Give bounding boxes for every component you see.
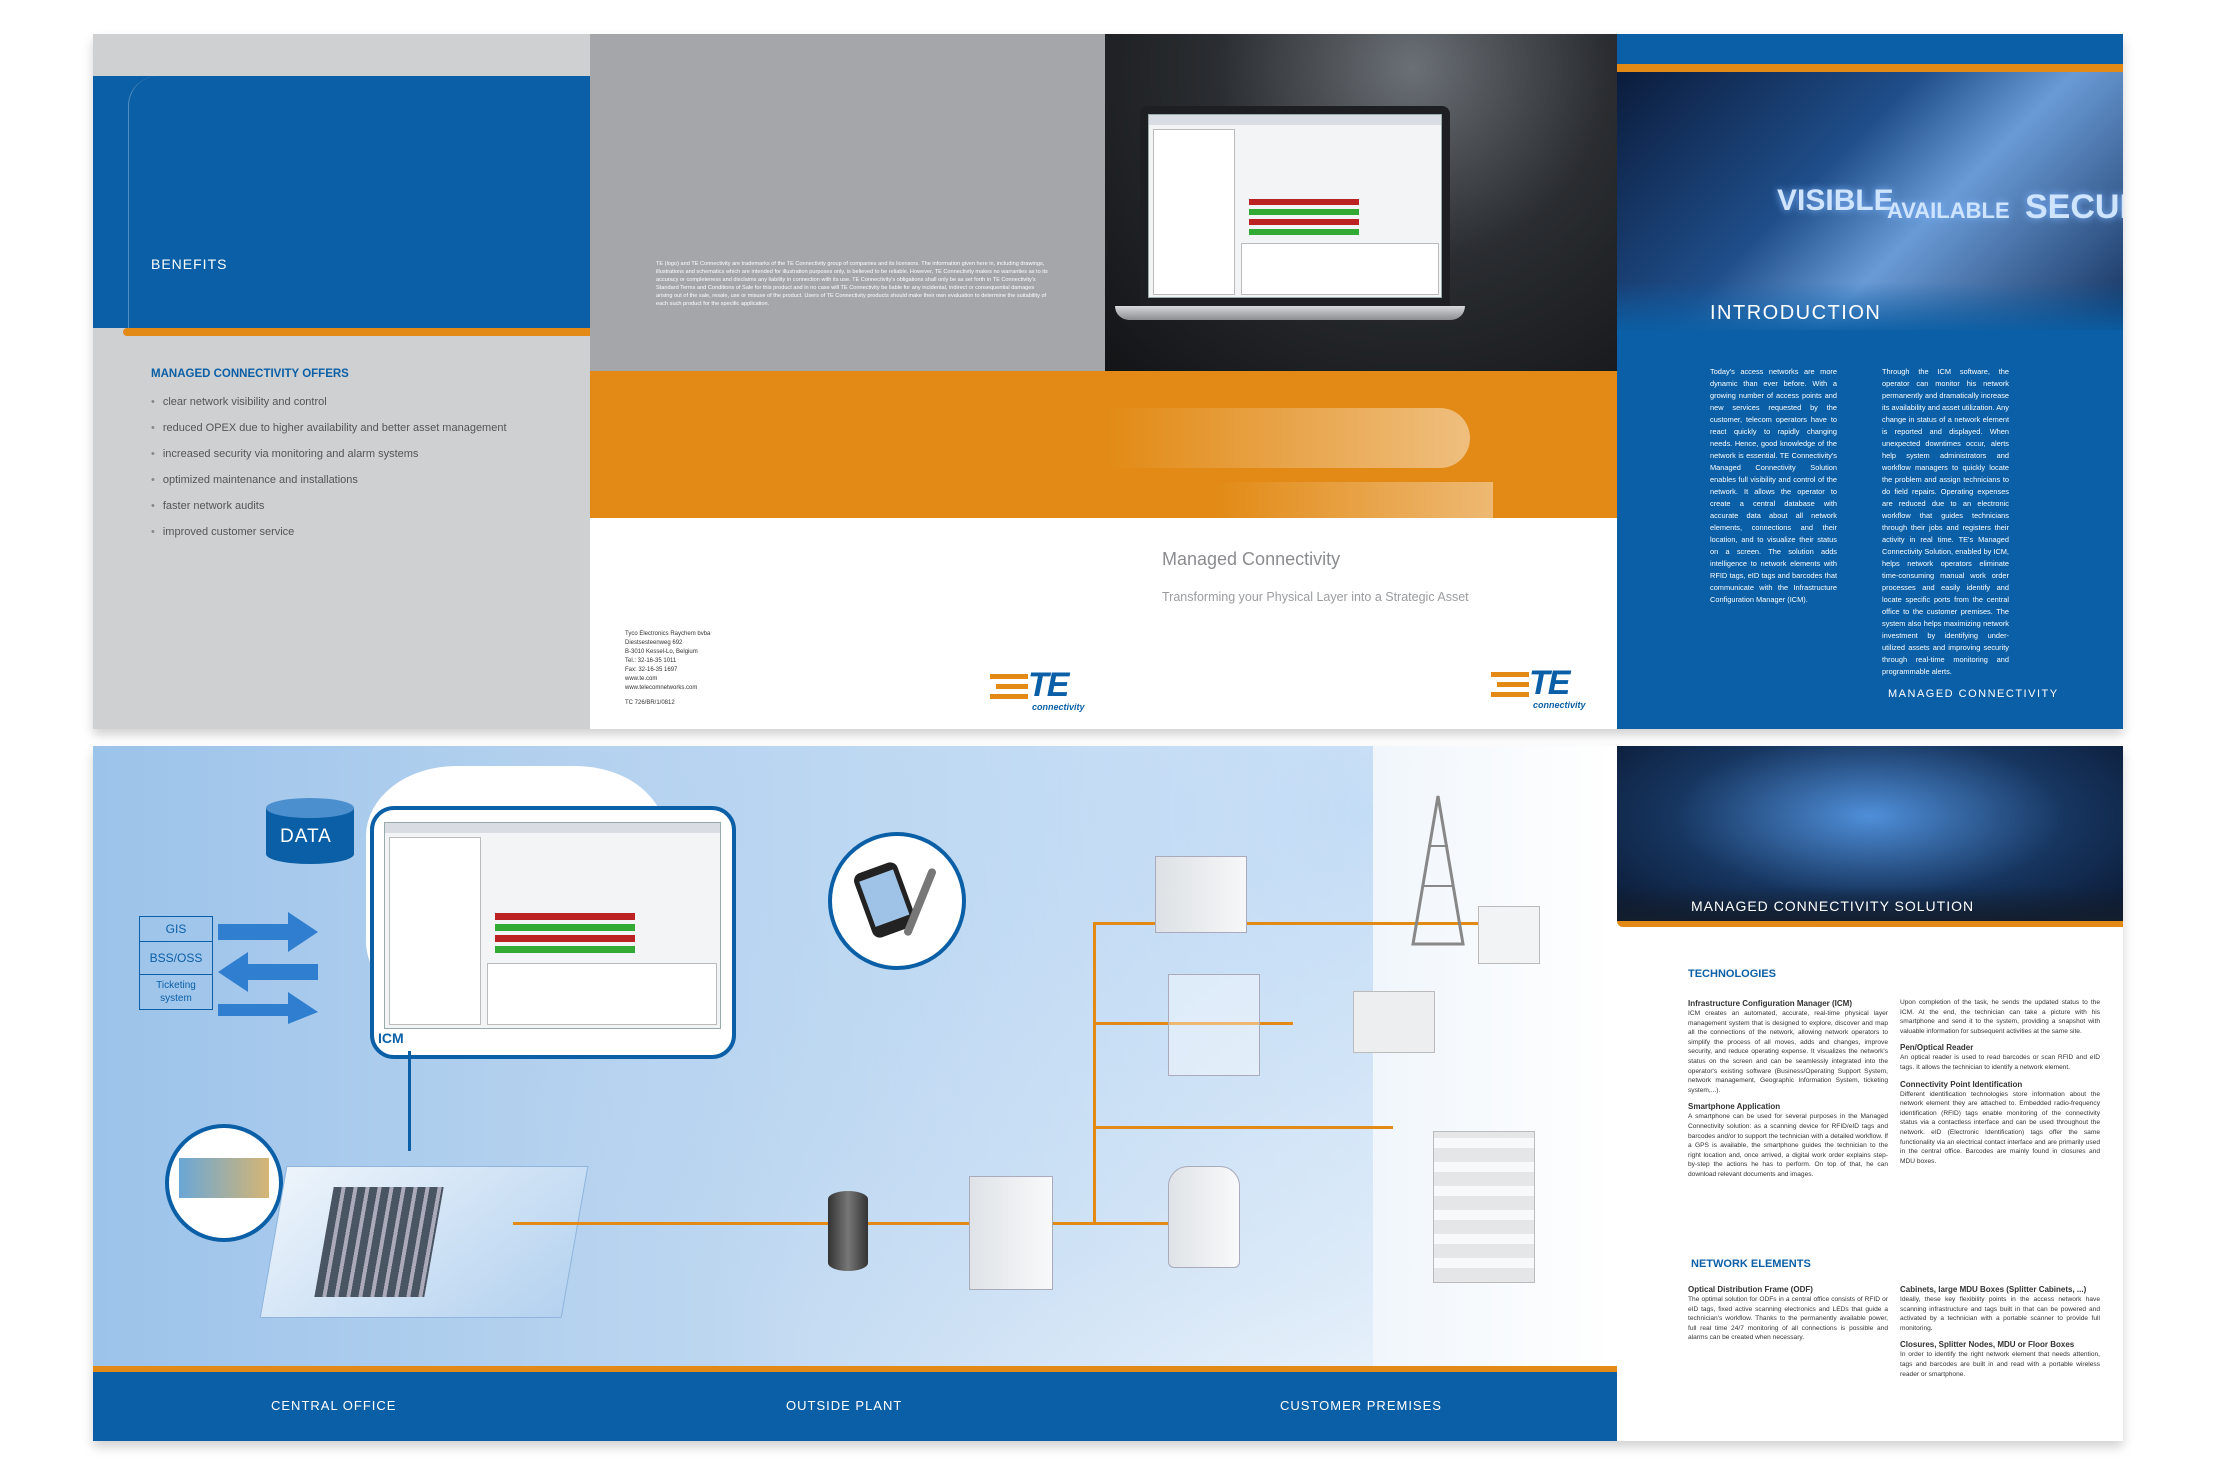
back-cover-grey	[590, 34, 1105, 371]
intro-photo: VISIBLE AVAILABLE SECUR	[1617, 72, 2123, 330]
house-icon	[1353, 991, 1435, 1053]
te-logo-cover: TE connectivity	[1491, 662, 1601, 710]
network-elements-title: NETWORK ELEMENTS	[1691, 1258, 1811, 1270]
technologies-title: TECHNOLOGIES	[1688, 968, 1777, 980]
laptop-screen	[1140, 106, 1450, 306]
intro-title: INTRODUCTION	[1710, 302, 1882, 324]
cover-subtitle: Transforming your Physical Layer into a …	[1162, 590, 1469, 604]
list-item: improved customer service	[151, 526, 571, 538]
manhole-icon	[1168, 974, 1260, 1076]
connector-bubble	[165, 1124, 283, 1242]
brochure-front-spread: BENEFITS MANAGED CONNECTIVITY OFFERS cle…	[93, 34, 2123, 729]
back-cover-orange	[590, 371, 1105, 518]
intro-footer: MANAGED CONNECTIVITY	[1888, 688, 2059, 700]
list-item: optimized maintenance and installations	[151, 474, 571, 486]
mdu-building-icon	[1433, 1131, 1535, 1283]
smartphone-bubble	[828, 832, 966, 970]
offers-list: clear network visibility and control red…	[151, 396, 571, 552]
address-block: Tyco Electronics Raychem bvba Diestseste…	[625, 631, 711, 706]
technologies-left: Infrastructure Configuration Manager (IC…	[1688, 999, 1888, 1178]
list-item: reduced OPEX due to higher availability …	[151, 422, 571, 434]
list-item: faster network audits	[151, 500, 571, 512]
street-cabinet-icon	[1155, 856, 1247, 933]
list-item: increased security via monitoring and al…	[151, 448, 571, 460]
icm-label: ICM	[378, 1030, 404, 1046]
zone-customer-premises: CUSTOMER PREMISES	[1280, 1398, 1442, 1413]
pole-box-icon	[1168, 1166, 1240, 1268]
external-systems: GIS BSS/OSS Ticketing system	[139, 916, 213, 1010]
laptop-base	[1115, 306, 1465, 320]
solution-title: MANAGED CONNECTIVITY SOLUTION	[1691, 898, 1975, 914]
network-left: Optical Distribution Frame (ODF) The opt…	[1688, 1285, 1888, 1342]
tower-icon	[1411, 795, 1465, 946]
small-house-icon	[1478, 906, 1540, 964]
te-logo: TE connectivity	[990, 664, 1100, 712]
cover-title: Managed Connectivity	[1162, 549, 1341, 569]
benefits-header-band	[93, 76, 590, 328]
network-right: Cabinets, large MDU Boxes (Splitter Cabi…	[1900, 1285, 2100, 1378]
zone-central-office: CENTRAL OFFICE	[271, 1398, 397, 1413]
zone-outside-plant: OUTSIDE PLANT	[786, 1398, 903, 1413]
cabinet-icon	[969, 1176, 1053, 1290]
brochure-inside-spread: ICM DATA GIS BSS/OSS Ticketing system	[93, 746, 2123, 1441]
legal-text: TE (logo) and TE Connectivity are tradem…	[656, 261, 1048, 307]
closure-icon	[828, 1191, 868, 1271]
intro-column-2: Through the ICM software, the operator c…	[1882, 367, 2009, 676]
icm-window: ICM	[370, 806, 736, 1059]
database-icon: DATA	[266, 798, 356, 864]
intro-column-1: Today's access networks are more dynamic…	[1710, 367, 1837, 604]
technologies-right: Upon completion of the task, he sends th…	[1900, 999, 2100, 1165]
benefits-title: BENEFITS	[151, 256, 228, 272]
arrows-icon	[218, 912, 318, 1024]
offers-title: MANAGED CONNECTIVITY OFFERS	[151, 368, 349, 380]
list-item: clear network visibility and control	[151, 396, 571, 408]
zone-bar	[93, 1372, 1617, 1441]
central-office-building	[259, 1166, 589, 1318]
